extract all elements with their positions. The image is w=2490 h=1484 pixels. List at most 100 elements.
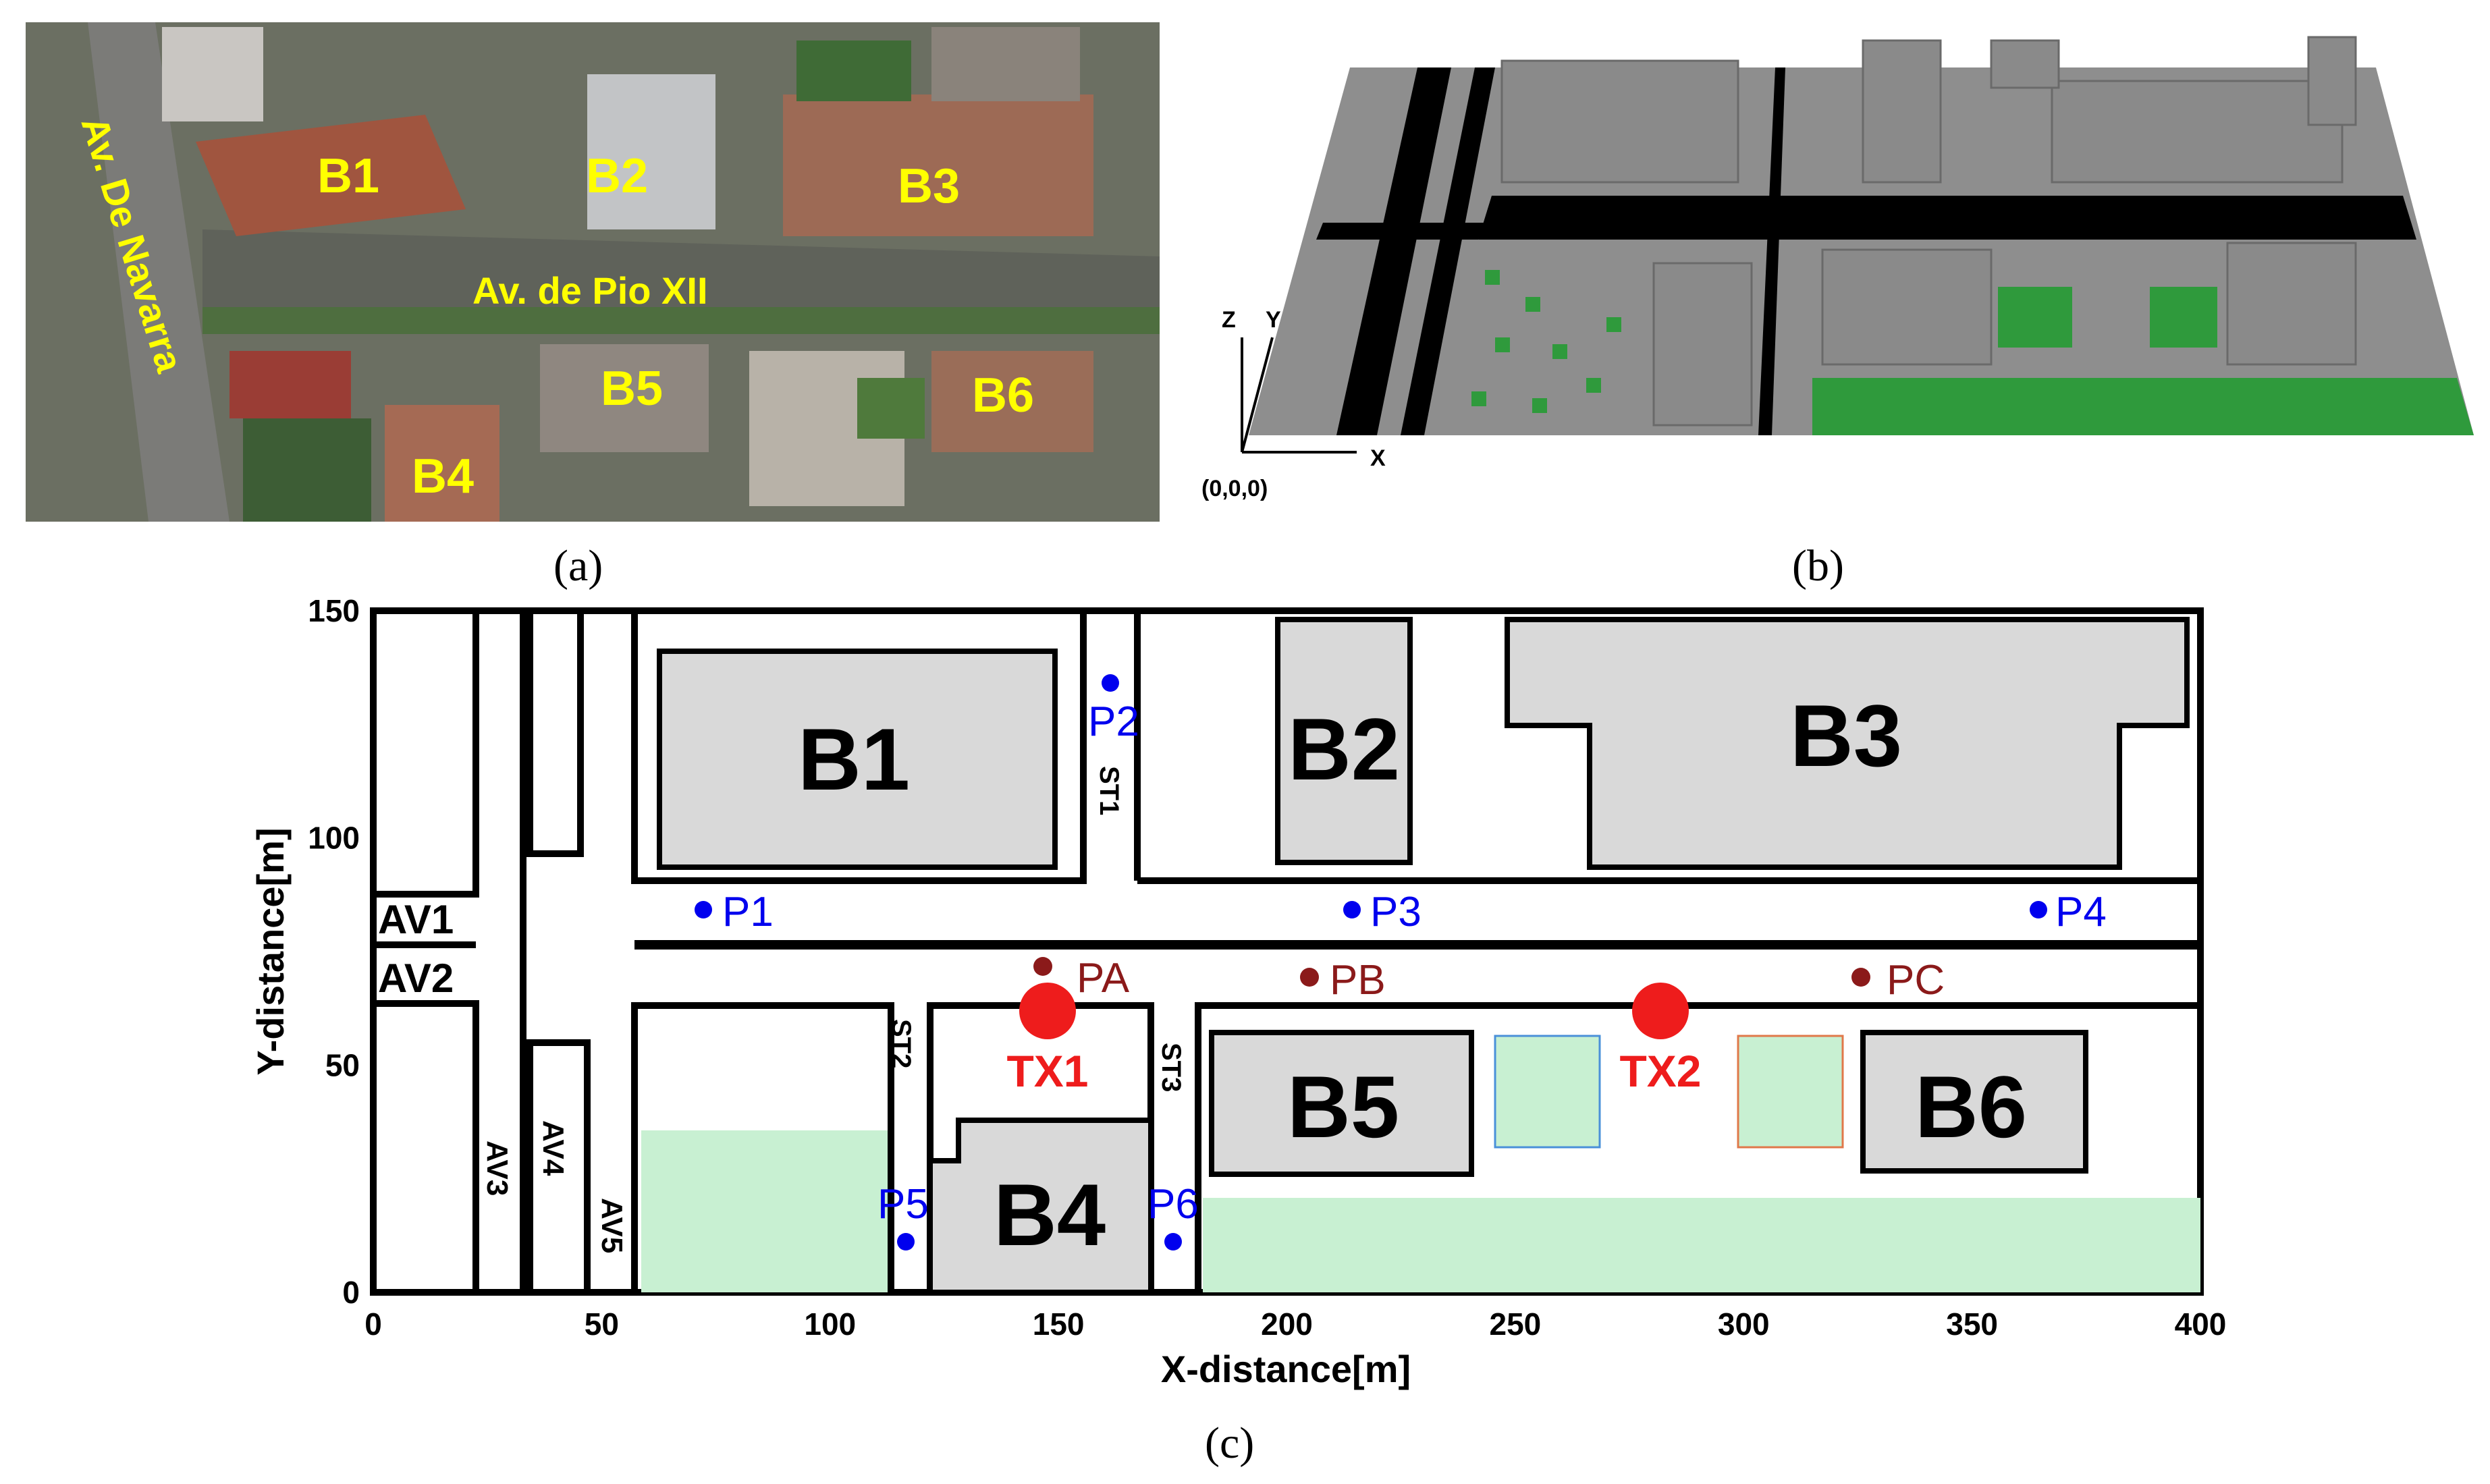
building-b3 bbox=[1505, 617, 2190, 870]
model-building bbox=[2307, 36, 2357, 126]
aerial-park bbox=[243, 418, 371, 522]
aerial-label-b1: B1 bbox=[317, 149, 379, 203]
point-pb-marker bbox=[1300, 968, 1319, 987]
green-patch bbox=[1737, 1035, 1844, 1149]
model-road bbox=[1758, 67, 1785, 435]
aerial-building-b2 bbox=[587, 74, 715, 229]
caption-a: (a) bbox=[553, 541, 603, 590]
label-p2: P2 bbox=[1088, 698, 1139, 745]
x-tick-label: 400 bbox=[2175, 1307, 2227, 1342]
aerial-court bbox=[229, 351, 351, 418]
y-tick-label: 50 bbox=[325, 1047, 360, 1082]
label-pc: PC bbox=[1887, 957, 1945, 1004]
label-b6: B6 bbox=[1915, 1057, 2027, 1156]
label-av1: AV1 bbox=[378, 897, 454, 942]
building-b6 bbox=[1860, 1030, 2088, 1174]
point-p1-marker bbox=[695, 901, 712, 918]
model-road bbox=[1336, 67, 1451, 435]
label-b5: B5 bbox=[1287, 1057, 1399, 1156]
model-building-b3 bbox=[2051, 80, 2344, 184]
panel-b-3d-model bbox=[1249, 36, 2474, 435]
aerial-green bbox=[857, 378, 925, 439]
aerial-label-b4: B4 bbox=[412, 449, 474, 503]
caption-b: (b) bbox=[1792, 541, 1844, 590]
building-b1 bbox=[657, 649, 1058, 870]
model-building-b1 bbox=[1500, 59, 1739, 184]
label-p4: P4 bbox=[2055, 889, 2107, 935]
aerial-green bbox=[796, 40, 911, 101]
blue-point-markers bbox=[695, 674, 2047, 1251]
x-tick-label: 300 bbox=[1718, 1307, 1770, 1342]
aerial-building-b3 bbox=[783, 94, 1093, 236]
model-axes: Z Y X (0,0,0) bbox=[1201, 307, 1386, 501]
tx2-marker bbox=[1632, 983, 1689, 1039]
label-av4: AV4 bbox=[537, 1120, 570, 1176]
point-pc-marker bbox=[1851, 968, 1870, 987]
model-grass bbox=[2150, 287, 2217, 348]
tx1-marker bbox=[1019, 983, 1076, 1039]
model-trees bbox=[1471, 270, 1621, 413]
x-tick-label: 0 bbox=[364, 1307, 382, 1342]
label-pa: PA bbox=[1077, 955, 1130, 1001]
label-p3: P3 bbox=[1370, 889, 1422, 935]
road-navarra bbox=[88, 22, 229, 522]
aerial-label-b3: B3 bbox=[898, 159, 960, 213]
model-building bbox=[1990, 39, 2060, 89]
building-b5 bbox=[1209, 1030, 1474, 1177]
axis-label-origin: (0,0,0) bbox=[1201, 476, 1268, 501]
axis-label-z: Z bbox=[1222, 307, 1236, 333]
model-grass bbox=[1998, 287, 2072, 348]
label-p1: P1 bbox=[722, 889, 774, 935]
label-av5: AV5 bbox=[595, 1198, 628, 1253]
model-road bbox=[1401, 67, 1495, 435]
aerial-building-b6 bbox=[931, 351, 1093, 452]
model-building-b6 bbox=[2226, 242, 2357, 366]
point-p5-marker bbox=[897, 1233, 915, 1251]
label-tx1: TX1 bbox=[1006, 1046, 1088, 1096]
aerial-label-b6: B6 bbox=[972, 368, 1034, 422]
caption-c: (c) bbox=[1205, 1419, 1254, 1468]
y-tick-label: 100 bbox=[308, 821, 360, 856]
panel-a-aerial: B1 B2 B3 B4 B5 B6 Av. de Pio XII Av. De … bbox=[26, 22, 1160, 522]
green-patch bbox=[1494, 1035, 1601, 1149]
road-pio bbox=[202, 229, 1160, 317]
point-p3-marker bbox=[1343, 901, 1361, 918]
tree-row bbox=[202, 307, 1160, 334]
point-p4-marker bbox=[2030, 901, 2047, 918]
x-tick-label: 200 bbox=[1261, 1307, 1313, 1342]
aerial-block bbox=[162, 27, 263, 121]
point-p6-marker bbox=[1164, 1233, 1182, 1251]
x-tick-label: 350 bbox=[1946, 1307, 1998, 1342]
model-main-road bbox=[1316, 223, 1485, 240]
axis-label-x: X bbox=[1370, 445, 1386, 471]
point-p2-marker bbox=[1102, 674, 1119, 692]
label-av2: AV2 bbox=[378, 956, 454, 1001]
label-p6: P6 bbox=[1147, 1181, 1199, 1228]
y-axis-label: Y-distance[m] bbox=[249, 827, 292, 1075]
label-st2: ST2 bbox=[886, 1019, 916, 1068]
label-b4: B4 bbox=[994, 1165, 1106, 1264]
x-tick-label: 100 bbox=[804, 1307, 856, 1342]
panel-c-map: B1 B2 B3 B4 B5 B6 AV1 AV2 AV3 AV4 AV5 ST… bbox=[249, 593, 2226, 1390]
y-tick-label: 150 bbox=[308, 593, 360, 628]
label-tx2: TX2 bbox=[1619, 1046, 1701, 1096]
label-av3: AV3 bbox=[481, 1141, 514, 1196]
axis-label-y: Y bbox=[1266, 307, 1281, 333]
green-area-left bbox=[641, 1130, 891, 1292]
model-building-b5 bbox=[1821, 248, 1993, 366]
aerial-label-b2: B2 bbox=[586, 149, 648, 203]
model-building-b4 bbox=[1652, 262, 1753, 427]
aerial-label-b5: B5 bbox=[601, 362, 663, 416]
model-building-b2 bbox=[1862, 39, 1942, 184]
aerial-building-b4 bbox=[385, 405, 499, 522]
label-pb: PB bbox=[1330, 957, 1386, 1004]
label-st3: ST3 bbox=[1156, 1043, 1186, 1092]
building-b2 bbox=[1275, 617, 1413, 865]
label-b1: B1 bbox=[798, 710, 910, 808]
aerial-building-b5 bbox=[540, 344, 709, 452]
label-st1: ST1 bbox=[1094, 766, 1124, 815]
label-p5: P5 bbox=[877, 1181, 929, 1228]
